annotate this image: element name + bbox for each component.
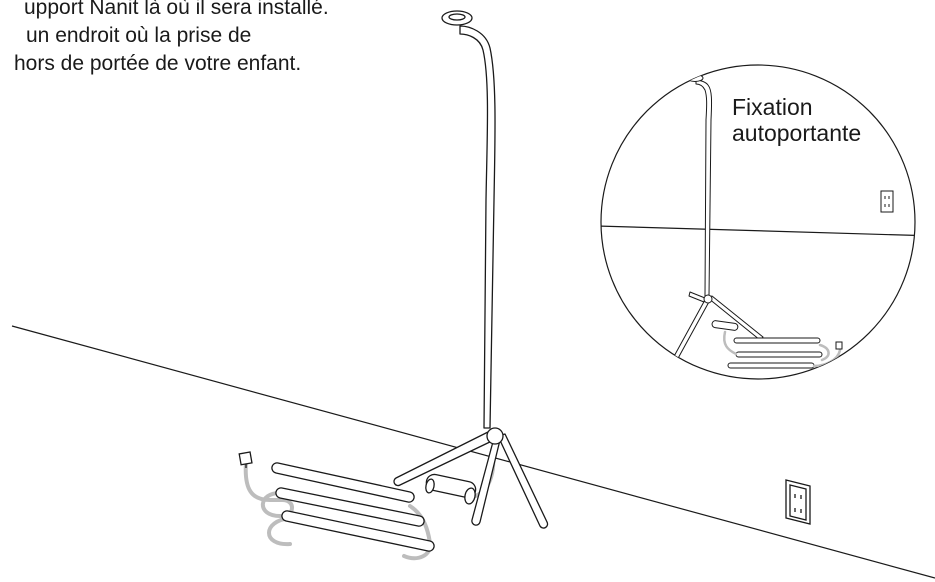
wall-floor-line bbox=[11, 325, 935, 579]
floor-stand-icon bbox=[393, 10, 549, 529]
inset-label-line-2: autoportante bbox=[732, 120, 862, 146]
wall-outlet-icon bbox=[785, 479, 811, 525]
instruction-line-1: upport Nanit là où il sera installé. bbox=[24, 0, 329, 19]
inset-label-line-1: Fixation bbox=[732, 94, 813, 120]
instruction-text: upport Nanit là où il sera installé. un … bbox=[0, 0, 420, 78]
inset-outlet-icon bbox=[880, 190, 894, 213]
inset-plug-icon bbox=[835, 341, 843, 350]
inset-rods-icon bbox=[727, 337, 823, 369]
inset-label: Fixation autoportante bbox=[732, 94, 861, 146]
extension-rods-icon bbox=[271, 462, 435, 552]
usb-plug-icon bbox=[238, 451, 253, 468]
inset-detail bbox=[600, 64, 916, 380]
instruction-line-3: hors de portée de votre enfant. bbox=[14, 52, 302, 75]
instruction-line-2: un endroit où la prise de bbox=[26, 24, 252, 47]
